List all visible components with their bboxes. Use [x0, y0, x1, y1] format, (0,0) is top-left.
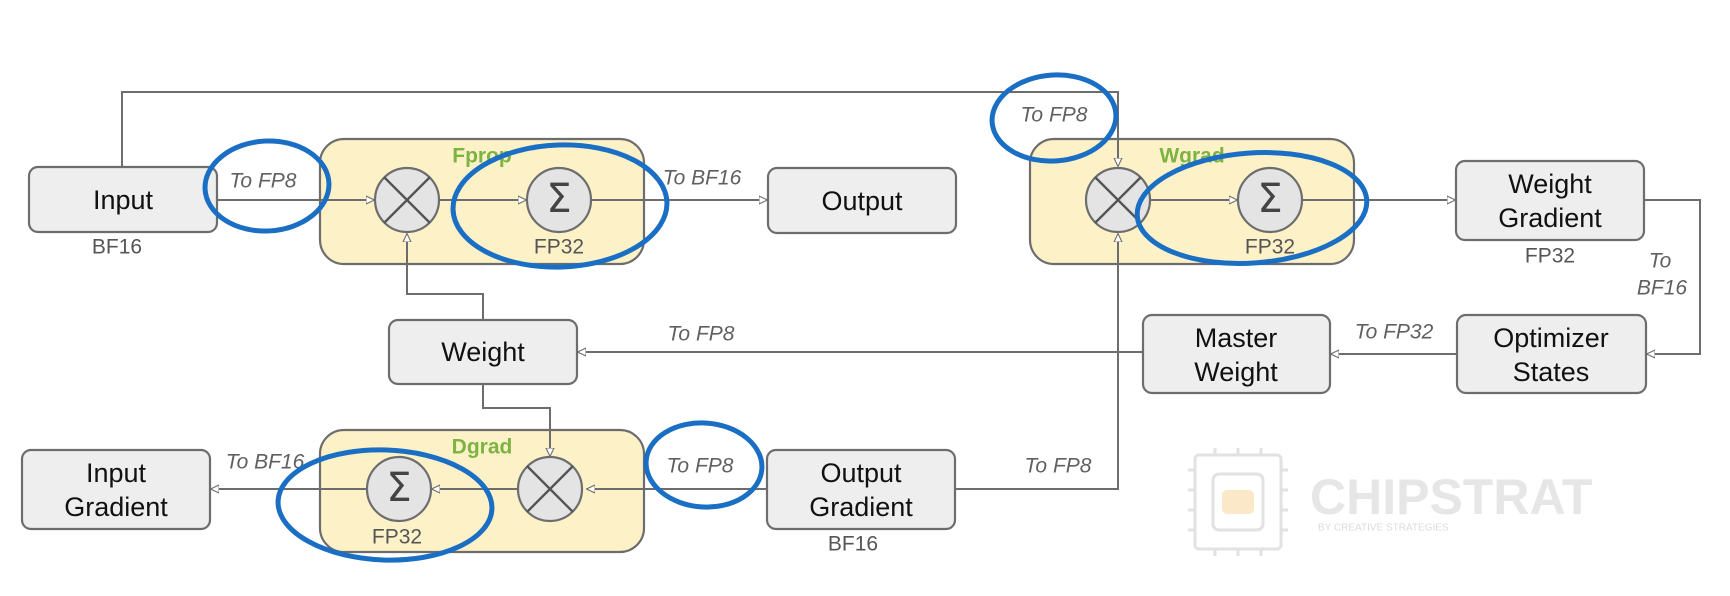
weight-box — [387, 318, 579, 386]
cast-input-to-fprop: To FP8 — [230, 170, 297, 193]
input-gradient-label-2: Gradient — [64, 492, 168, 522]
input-format: BF16 — [92, 236, 142, 259]
wire-weight-to-dgrad — [482, 384, 550, 456]
output-label: Output — [821, 186, 903, 216]
cast-input-to-wgrad: To FP8 — [1021, 104, 1088, 127]
watermark-tagline: BY CREATIVE STRATEGIES — [1318, 523, 1449, 534]
cast-weight-grad-to: To — [1649, 250, 1672, 273]
output-box — [766, 166, 958, 235]
fprop-title: Fprop — [452, 145, 511, 168]
input-box — [27, 165, 219, 234]
master-weight-label-1: Master — [1195, 323, 1278, 353]
wgrad-sum-icon: Σ — [1236, 166, 1304, 234]
highlight-wgrad-input-cast — [989, 72, 1119, 164]
svg-text:Σ: Σ — [1257, 176, 1282, 222]
output-gradient-label-1: Output — [820, 458, 902, 488]
wgrad-accum-format: FP32 — [1245, 236, 1295, 259]
watermark-name: CHIPSTRAT — [1310, 469, 1592, 525]
weight-gradient-box — [1454, 159, 1646, 242]
svg-text:Σ: Σ — [546, 176, 571, 222]
dgrad-title: Dgrad — [452, 436, 513, 459]
input-gradient-label-1: Input — [86, 458, 147, 488]
optimizer-states-label-2: States — [1513, 357, 1590, 387]
weight-gradient-format: FP32 — [1525, 245, 1575, 268]
cast-outgrad-to-dgrad: To FP8 — [667, 455, 734, 478]
input-label: Input — [93, 185, 154, 215]
input-gradient-box — [20, 448, 212, 531]
wire-weight-gradient-to-optimizer — [1645, 199, 1701, 354]
wire-input-to-wgrad — [121, 91, 1118, 167]
chipstrat-watermark: CHIPSTRAT BY CREATIVE STRATEGIES — [1188, 448, 1592, 556]
output-gradient-format: BF16 — [828, 533, 878, 556]
highlight-outgrad-cast — [643, 420, 765, 510]
dgrad-multiply-icon — [516, 455, 584, 523]
master-weight-label-2: Weight — [1194, 357, 1278, 387]
fprop-sum-icon: Σ — [525, 166, 593, 234]
wire-weight-to-fprop — [407, 234, 484, 320]
wire-outgrad-to-wgrad — [955, 234, 1118, 490]
output-gradient-label-2: Gradient — [809, 492, 913, 522]
wgrad-multiply-icon — [1084, 166, 1152, 234]
cast-fprop-to-output: To BF16 — [663, 167, 742, 190]
cast-master-to-weight: To FP8 — [668, 323, 735, 346]
dgrad-accum-format: FP32 — [372, 526, 422, 549]
fprop-multiply-icon — [373, 166, 441, 234]
cast-weight-grad-bf16: BF16 — [1637, 277, 1688, 300]
optimizer-states-box — [1455, 313, 1648, 395]
optimizer-states-label-1: Optimizer — [1493, 323, 1609, 353]
output-gradient-box — [765, 448, 957, 531]
chip-logo-icon — [1188, 448, 1288, 556]
weight-gradient-label-1: Weight — [1508, 169, 1592, 199]
highlight-dgrad-sum — [275, 447, 495, 563]
highlight-input-cast — [202, 138, 332, 234]
highlight-fprop-sum — [450, 142, 670, 270]
dgrad-sum-icon: Σ — [365, 455, 433, 523]
cast-optimizer-to-master: To FP32 — [1355, 321, 1434, 344]
cast-outgrad-to-wgrad: To FP8 — [1025, 455, 1092, 478]
svg-text:Σ: Σ — [386, 465, 411, 511]
weight-label: Weight — [441, 337, 525, 367]
fprop-accum-format: FP32 — [534, 236, 584, 259]
weight-gradient-label-2: Gradient — [1498, 203, 1602, 233]
master-weight-box — [1141, 313, 1332, 395]
highlight-wgrad-sum — [1134, 150, 1370, 266]
cast-dgrad-to-input-grad: To BF16 — [226, 451, 305, 474]
